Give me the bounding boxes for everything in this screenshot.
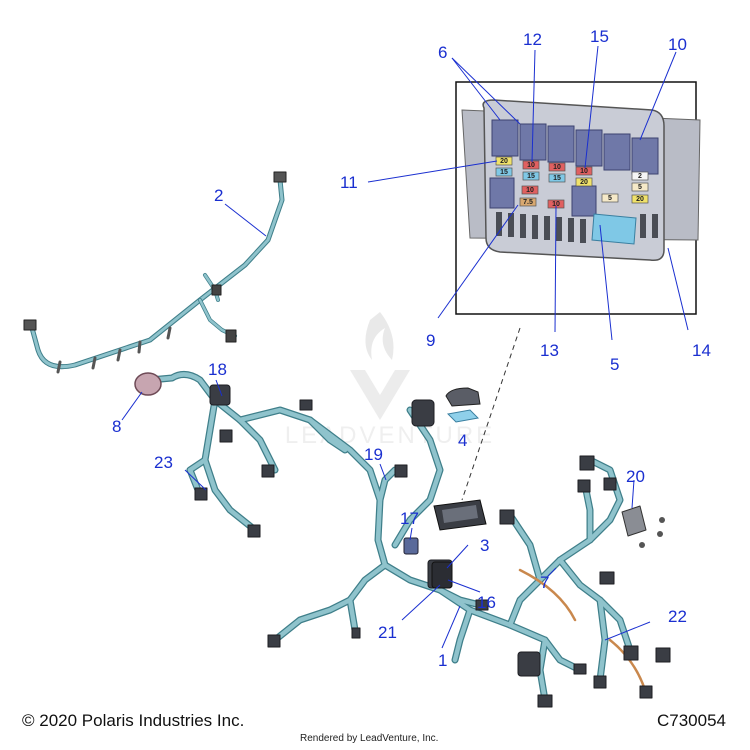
- callout-1: 1: [438, 651, 447, 670]
- detail-leader-dashed: [461, 327, 521, 501]
- callout-12: 12: [523, 30, 542, 49]
- callout-22: 22: [668, 607, 687, 626]
- callout-13: 13: [540, 341, 559, 360]
- callout-7: 7: [540, 573, 549, 592]
- callout-4: 4: [458, 431, 467, 450]
- fuse-label: 20: [636, 196, 644, 203]
- callout-19: 19: [364, 445, 383, 464]
- callout-3: 3: [480, 536, 489, 555]
- callout-labels: 1 2 3 4 5 6 7 8 9 10 11 12 13 14 15 16 1…: [112, 27, 711, 670]
- main-harness: [134, 371, 671, 708]
- callout-21: 21: [378, 623, 397, 642]
- fuse-label: 20: [500, 158, 508, 165]
- component-16-module: [431, 561, 453, 589]
- harness-2: [23, 171, 287, 374]
- fuse-label: 10: [526, 187, 534, 194]
- fuse-label: 7.5: [523, 199, 533, 206]
- fuse-box-base: [433, 499, 487, 531]
- callout-17: 17: [400, 509, 419, 528]
- callout-5: 5: [610, 355, 619, 374]
- rendered-by-text: Rendered by LeadVenture, Inc.: [300, 733, 439, 744]
- callout-8: 8: [112, 417, 121, 436]
- callout-16: 16: [477, 593, 496, 612]
- component-20-bracket: [621, 505, 665, 548]
- copyright-text: © 2020 Polaris Industries Inc.: [22, 711, 245, 730]
- fuse-label: 10: [552, 201, 560, 208]
- fuse-label: 15: [527, 173, 535, 180]
- fuse-label: 15: [500, 169, 508, 176]
- component-17-connector: [403, 537, 419, 555]
- callout-10: 10: [668, 35, 687, 54]
- component-8-grommet: [134, 372, 162, 396]
- callout-15: 15: [590, 27, 609, 46]
- fuse-box-detail-inset: [455, 81, 701, 315]
- callout-6: 6: [438, 43, 447, 62]
- callout-11: 11: [340, 173, 358, 192]
- fuse-label: 15: [553, 175, 561, 182]
- fuse-label: 2: [638, 173, 642, 180]
- callout-2: 2: [214, 186, 223, 205]
- callout-18: 18: [208, 360, 227, 379]
- fuse-label: 20: [580, 179, 588, 186]
- fuse-label: 5: [638, 184, 642, 191]
- callout-9: 9: [426, 331, 435, 350]
- callout-14: 14: [692, 341, 711, 360]
- leader-lines: [121, 45, 689, 649]
- drawing-id: C730054: [656, 711, 726, 730]
- fuse-label: 10: [527, 162, 535, 169]
- fuse-labels: 20 15 10 15 10 15 10 20 7.5 10 5 10 2 5 20: [500, 158, 644, 208]
- fuse-label: 10: [553, 164, 561, 171]
- fuse-label: 10: [580, 168, 588, 175]
- fuse-label: 5: [608, 195, 612, 202]
- callout-23: 23: [154, 453, 173, 472]
- component-4-cover: [445, 387, 481, 423]
- callout-20: 20: [626, 467, 645, 486]
